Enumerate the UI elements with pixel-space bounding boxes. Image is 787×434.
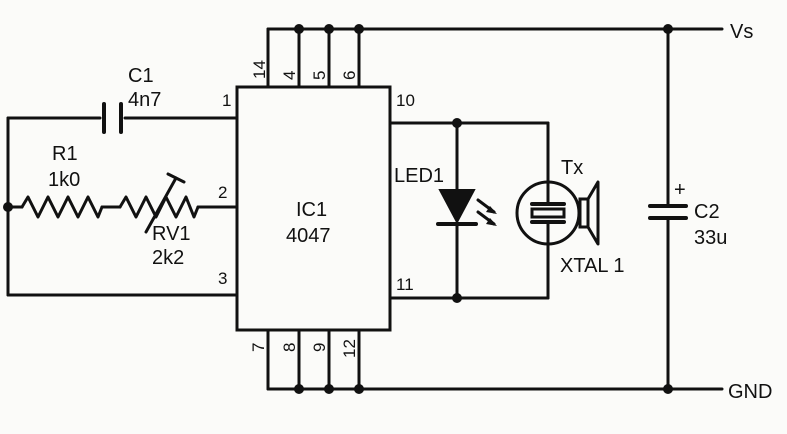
junction-dot xyxy=(324,384,334,394)
c2-polarity: + xyxy=(674,179,686,201)
junction-dot xyxy=(3,202,13,212)
capacitor-c2 xyxy=(648,27,688,391)
pin-number: 6 xyxy=(340,71,359,80)
junction-dot xyxy=(354,384,364,394)
pin-number: 7 xyxy=(249,343,268,352)
junction-dot xyxy=(324,24,334,34)
ground-label: GND xyxy=(728,381,772,403)
transducer-ref: Tx xyxy=(561,157,583,179)
r1-value: 1k0 xyxy=(48,169,80,191)
c1-value: 4n7 xyxy=(128,89,161,111)
xtal-label: XTAL 1 xyxy=(560,255,624,277)
ic-ref: IC1 xyxy=(296,199,327,221)
pin-number: 3 xyxy=(218,269,227,288)
r1-ref: R1 xyxy=(52,143,78,165)
junction-dot xyxy=(452,293,462,303)
junction-dot xyxy=(294,24,304,34)
variable-resistor-rv1 xyxy=(118,172,200,234)
pin-number: 14 xyxy=(250,60,269,79)
led1-ref: LED1 xyxy=(394,165,444,187)
rv1-ref: RV1 xyxy=(152,223,191,245)
timing-network-wires xyxy=(6,116,239,297)
transducer-symbol xyxy=(515,180,600,246)
pin-number: 4 xyxy=(280,71,299,80)
c2-value: 33u xyxy=(694,227,727,249)
c2-ref: C2 xyxy=(694,201,720,223)
supply-rail xyxy=(266,27,724,89)
pin-number: 10 xyxy=(396,91,415,110)
junction-dot xyxy=(294,384,304,394)
ground-rail xyxy=(266,328,724,391)
led-symbol xyxy=(436,189,497,226)
pin-number: 1 xyxy=(222,91,231,110)
c1-ref: C1 xyxy=(128,65,154,87)
supply-label: Vs xyxy=(730,21,753,43)
pin-number: 12 xyxy=(340,339,359,358)
pin-number: 2 xyxy=(218,183,227,202)
pin-number: 9 xyxy=(310,343,329,352)
resistor-r1 xyxy=(20,195,104,219)
junction-dot xyxy=(354,24,364,34)
ic-part: 4047 xyxy=(286,225,331,247)
pin-number: 5 xyxy=(310,71,329,80)
output-wires xyxy=(388,121,550,300)
rv1-value: 2k2 xyxy=(152,247,184,269)
junction-dot xyxy=(452,118,462,128)
capacitor-c1 xyxy=(102,102,123,134)
pin-number: 11 xyxy=(396,275,414,294)
pin-number: 8 xyxy=(280,343,299,352)
